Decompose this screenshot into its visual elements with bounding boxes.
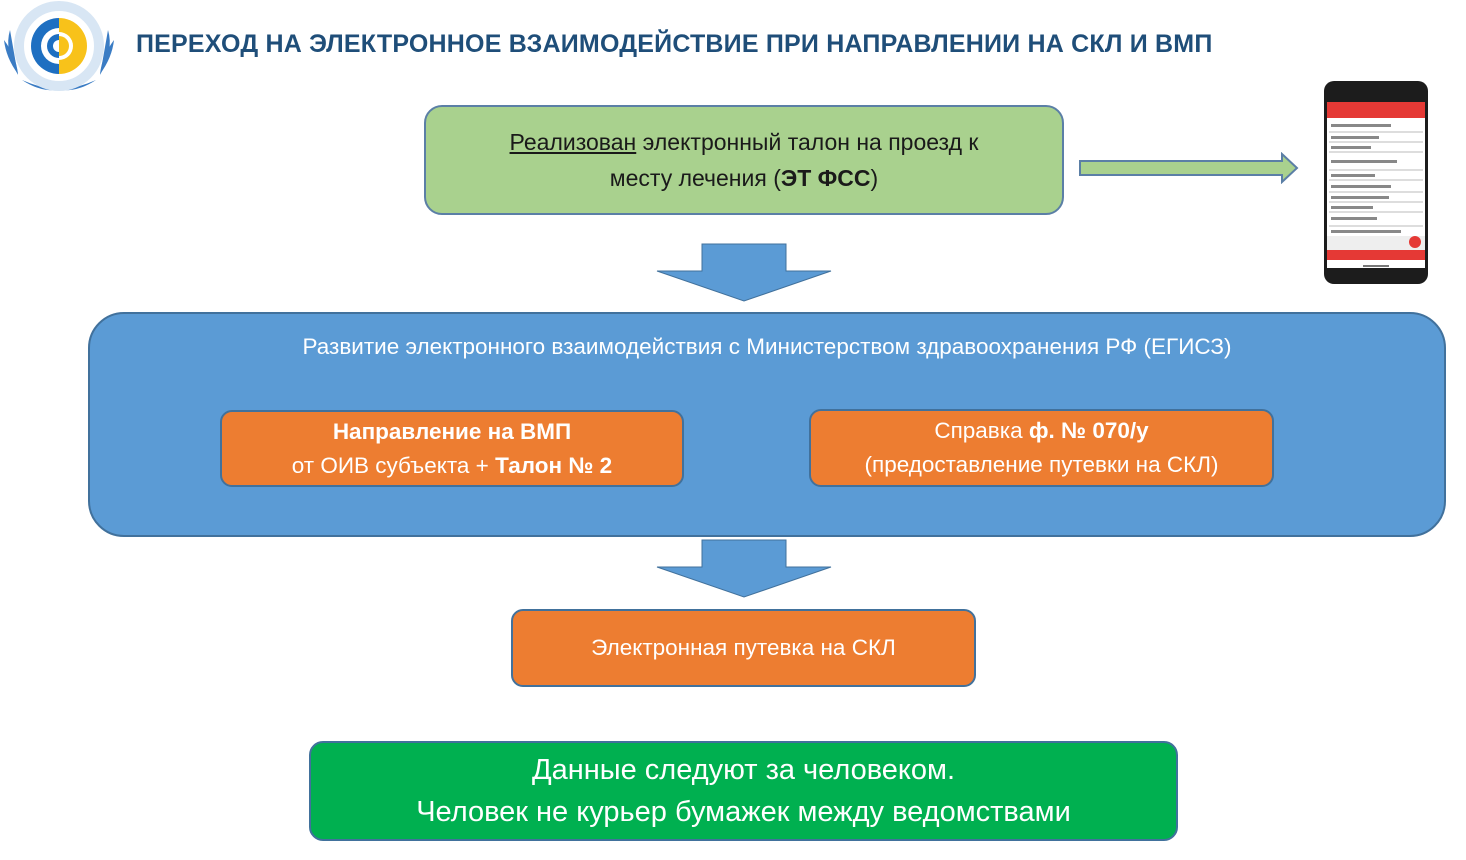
vmp-line-2: от ОИВ субъекта + Талон № 2: [292, 449, 612, 483]
down-arrow-icon: [656, 539, 832, 598]
phone-mockup: [1323, 80, 1429, 285]
form-070-line-2: (предоставление путевки на СКЛ): [864, 452, 1219, 477]
form-070-card: Справка ф. № 070/у (предоставление путев…: [809, 409, 1274, 487]
electronic-voucher-label: Электронная путевка на СКЛ: [591, 635, 896, 660]
et-fss-text-1: электронный талон на проезд к: [636, 129, 979, 155]
down-arrow-icon: [656, 243, 832, 302]
et-fss-bold: ЭТ ФСС: [780, 165, 871, 191]
egisz-box: Развитие электронного взаимодействия с М…: [88, 312, 1446, 537]
et-fss-line-2: месту лечения (ЭТ ФСС): [610, 160, 878, 196]
form-070-line-1: Справка ф. № 070/у: [934, 414, 1148, 448]
vmp-title: Направление на ВМП: [332, 418, 572, 444]
et-fss-text-3: ): [870, 165, 879, 191]
et-fss-box: Реализован электронный талон на проезд к…: [424, 105, 1064, 215]
smartphone-app-screenshot-icon: [1324, 81, 1428, 284]
vmp-line-1: Направление на ВМП: [333, 415, 571, 449]
form-070-prefix: Справка: [934, 418, 1029, 443]
egisz-label: Развитие электронного взаимодействия с М…: [302, 334, 1232, 359]
right-arrow-icon: [1079, 152, 1299, 184]
summary-line-1: Данные следуют за человеком.: [531, 754, 956, 786]
vmp-subtitle: от ОИВ субъекта +: [291, 452, 496, 478]
vmp-referral-card: Направление на ВМП от ОИВ субъекта + Тал…: [220, 410, 684, 487]
et-fss-text-2: месту лечения (: [609, 165, 781, 191]
vmp-talon: Талон № 2: [495, 452, 613, 478]
fss-emblem-icon: [4, 1, 114, 91]
summary-line-2: Человек не курьер бумажек между ведомств…: [416, 796, 1071, 828]
et-fss-line-1: Реализован электронный талон на проезд к: [510, 124, 979, 160]
summary-box: Данные следуют за человеком. Человек не …: [309, 741, 1178, 841]
implemented-underlined: Реализован: [509, 129, 637, 155]
electronic-voucher-box: Электронная путевка на СКЛ: [511, 609, 976, 687]
form-070-number: ф. № 070/у: [1028, 418, 1149, 443]
page-title: ПЕРЕХОД НА ЭЛЕКТРОННОЕ ВЗАИМОДЕЙСТВИЕ ПР…: [136, 30, 1213, 58]
fss-logo: [0, 0, 118, 100]
